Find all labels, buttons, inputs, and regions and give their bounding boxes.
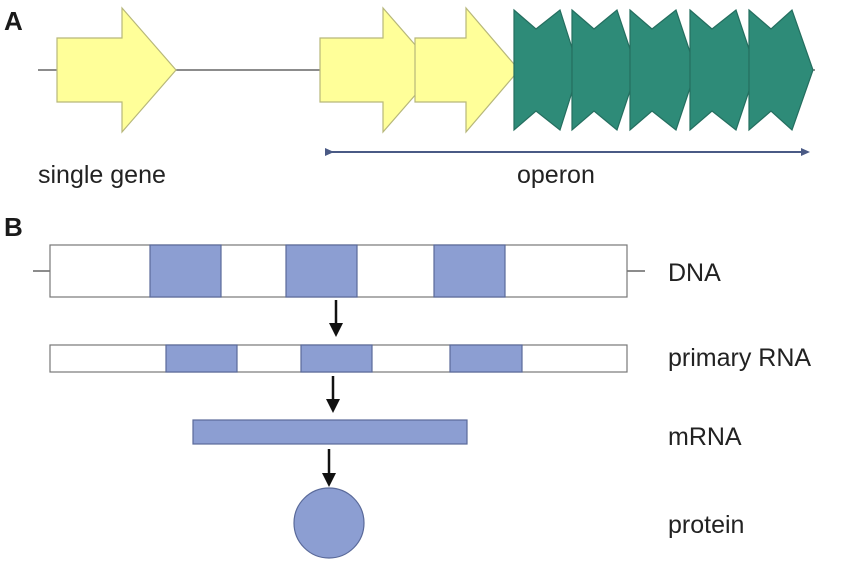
- operon-gene-chevron-green-4: [689, 8, 757, 132]
- protein-label: protein: [668, 511, 744, 539]
- panel-a-label: A: [4, 6, 23, 36]
- protein-circle: [293, 487, 365, 559]
- primary-rna-exon-2: [300, 344, 373, 373]
- dna-exon-3: [433, 244, 506, 298]
- panel-b-label: B: [4, 212, 23, 242]
- operon-gene-chevron-green-5: [748, 8, 814, 132]
- operon-label: operon: [517, 161, 595, 189]
- operon-gene-arrow-yellow-2: [414, 6, 520, 134]
- single-gene-arrow: [56, 6, 177, 134]
- dna-exon-2: [285, 244, 358, 298]
- operon-gene-chevron-green-2: [571, 8, 638, 132]
- operon-gene-chevron-green-1: [513, 8, 580, 132]
- operon-gene-chevron-green-3: [629, 8, 697, 132]
- dna-label: DNA: [668, 259, 721, 287]
- primary-rna-exon-3: [449, 344, 523, 373]
- single-gene-label: single gene: [38, 161, 166, 189]
- mrna-strand: [192, 419, 468, 445]
- transcription-arrow: [329, 300, 343, 337]
- mrna-label: mRNA: [668, 423, 742, 451]
- translation-arrow: [322, 449, 336, 487]
- dna-exon-1: [149, 244, 222, 298]
- primary-rna-label: primary RNA: [668, 344, 811, 372]
- operon-gene-arrow-yellow-1: [319, 6, 438, 134]
- primary-rna-exon-1: [165, 344, 238, 373]
- splicing-arrow: [326, 376, 340, 413]
